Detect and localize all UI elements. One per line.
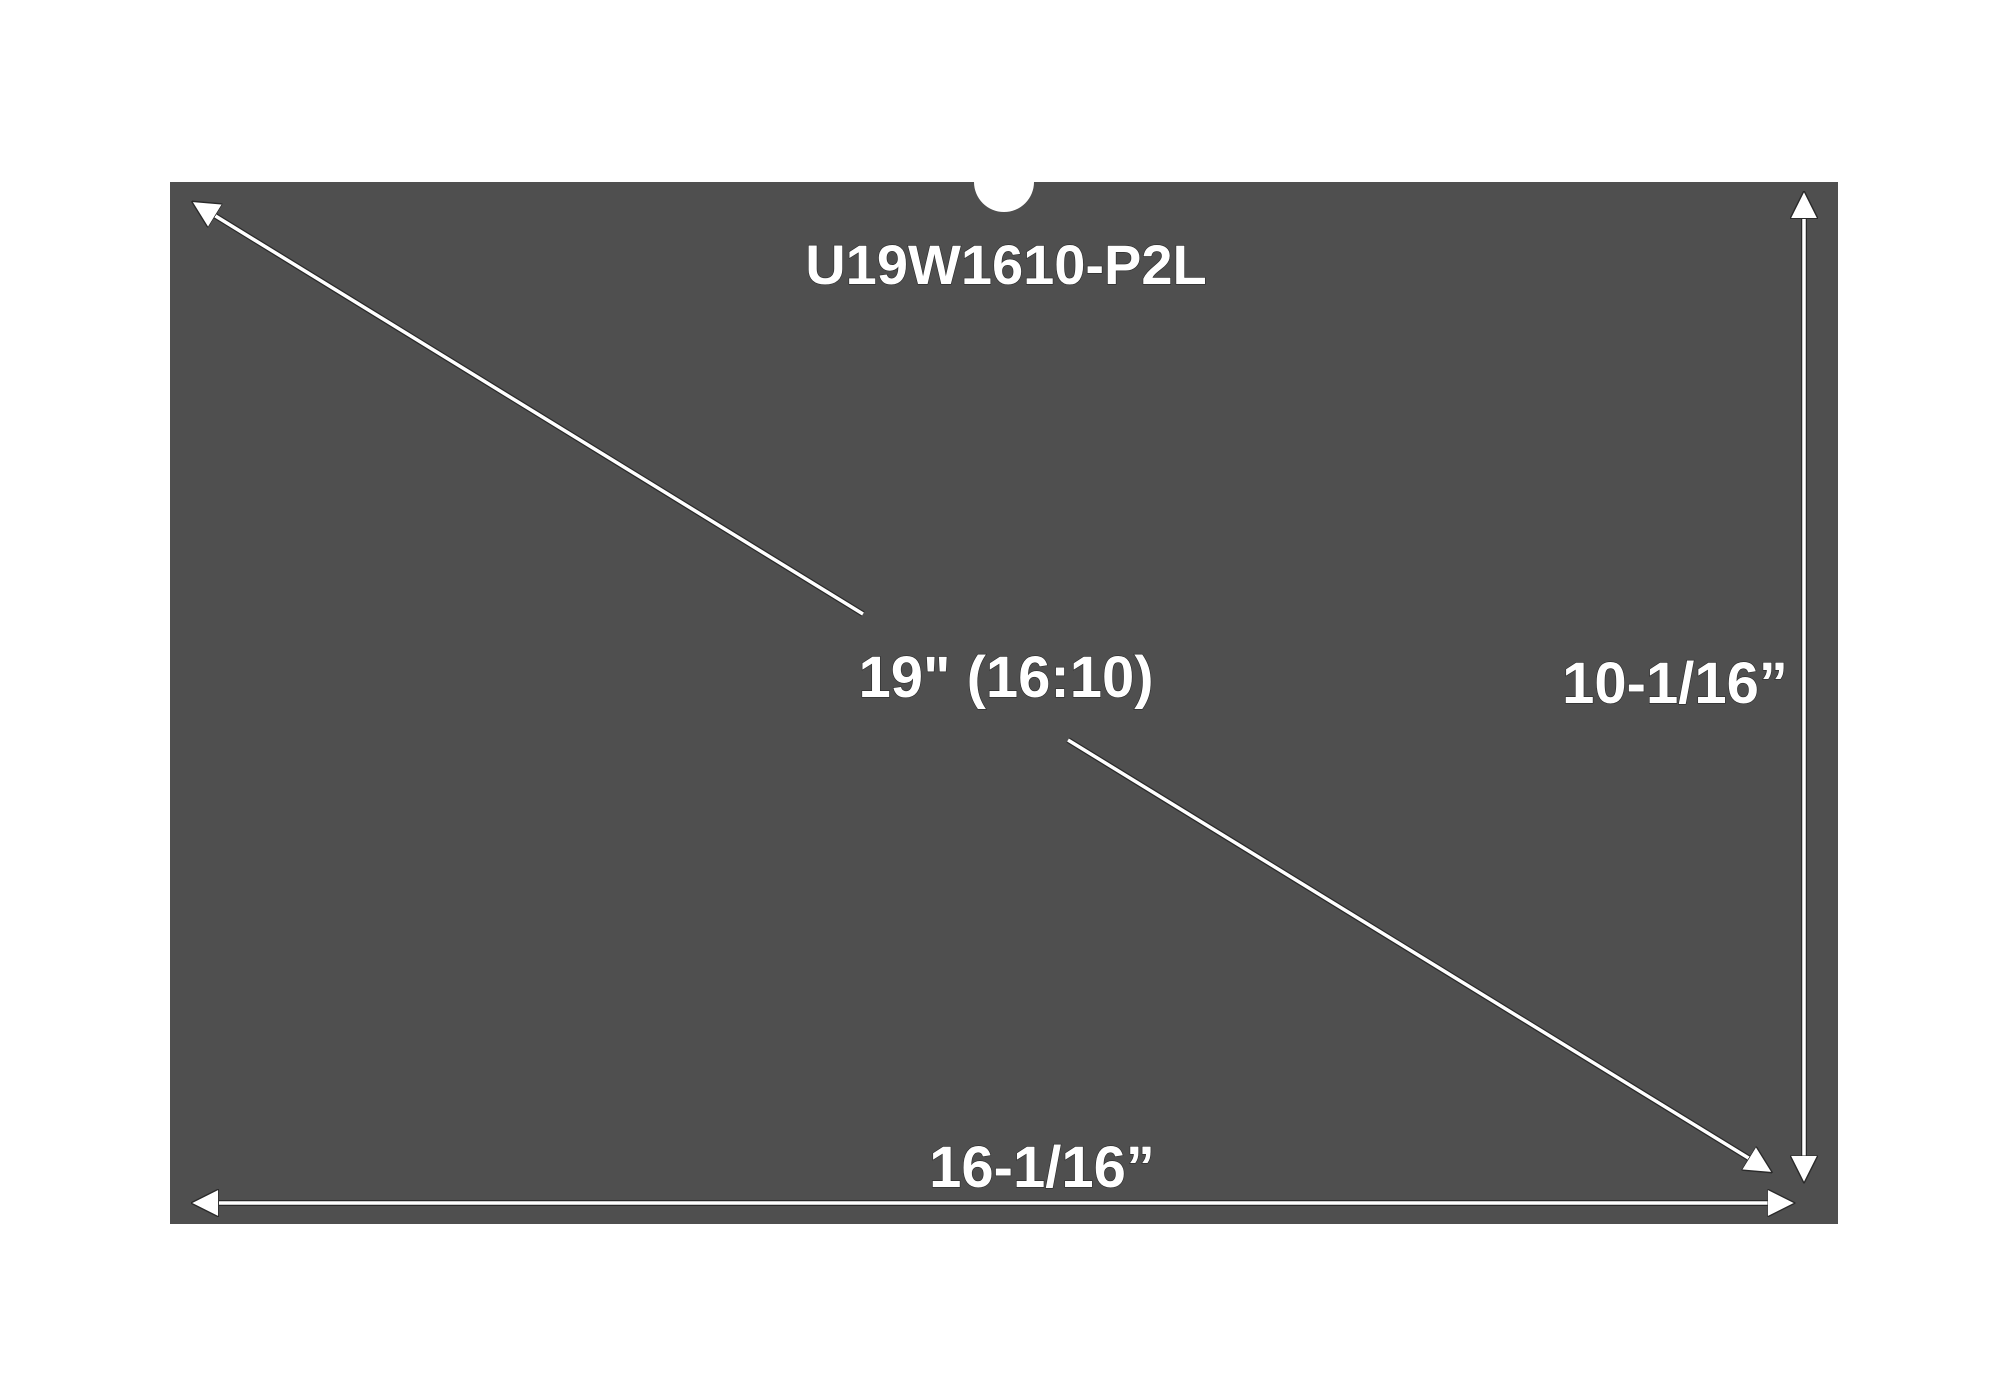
- width-dimension-label: 16-1/16”: [929, 1135, 1155, 1200]
- diagonal-arrow-upper-core: [196, 204, 864, 616]
- diagonal-size-label: 19" (16:10): [858, 645, 1153, 710]
- model-label: U19W1610-P2L: [805, 233, 1207, 296]
- diagonal-arrow-lower-core: [1067, 738, 1768, 1170]
- height-dimension-label: 10-1/16”: [1562, 651, 1788, 716]
